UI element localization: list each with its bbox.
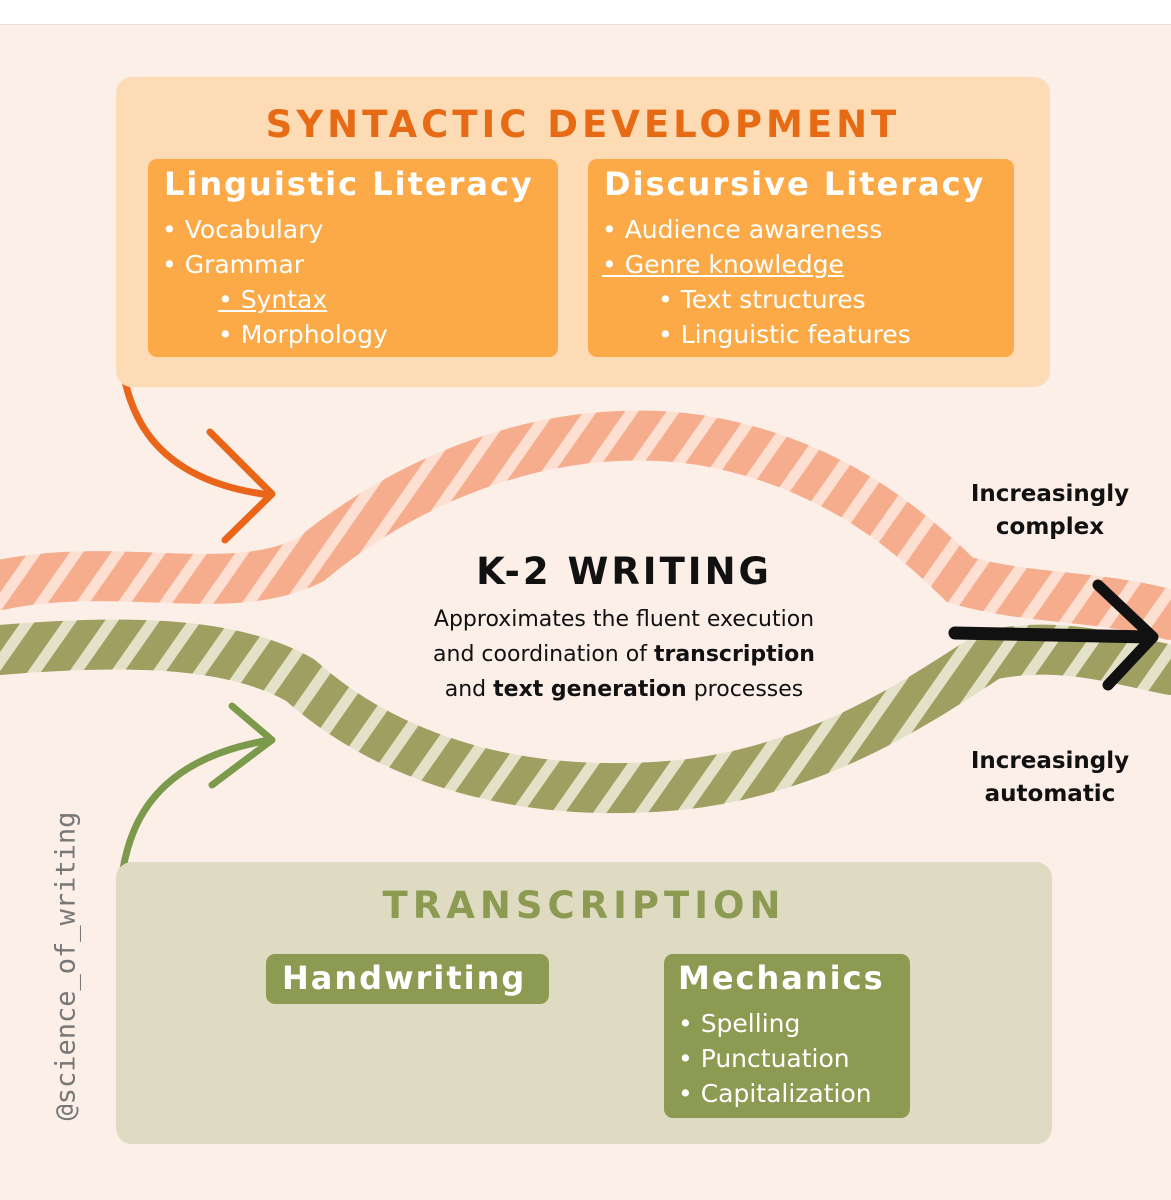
center-line-3-tail: processes [686,677,804,702]
label-line: Increasingly [970,481,1130,507]
center-line-2: and coordination of transcription [394,637,854,672]
center-line-3-text: and [444,677,494,702]
black-arrow-icon [948,579,1159,691]
center-line-3-bold: text generation [493,677,687,702]
lower-rope [0,619,1171,814]
center-line-2-bold: transcription [653,642,815,667]
author-handle: @science_of_writing [50,811,82,1121]
center-description: Approximates the fluent execution and co… [394,602,854,707]
list-item: • Audience awareness [602,215,883,244]
linguistic-literacy-box: Linguistic Literacy • Vocabulary • Gramm… [148,159,558,357]
label-line: complex [995,514,1105,540]
list-item: • Spelling [678,1009,801,1038]
mechanics-box: Mechanics • Spelling • Punctuation • Cap… [664,954,910,1118]
list-item: • Capitalization [678,1079,872,1108]
list-item: • Grammar [162,250,304,279]
increasingly-automatic-label: Increasingly automatic [950,745,1150,811]
label-line: Increasingly [970,748,1130,774]
center-title: K-2 WRITING [476,550,772,593]
center-line-1: Approximates the fluent execution [433,607,815,632]
list-item: • Punctuation [678,1044,850,1073]
center-line-3: and text generation processes [394,672,854,707]
syntactic-development-panel: SYNTACTIC DEVELOPMENT Linguistic Literac… [116,77,1050,387]
transcription-title: TRANSCRIPTION [382,884,786,927]
top-band [0,0,1171,25]
list-item: • Syntax [218,285,328,314]
increasingly-complex-label: Increasingly complex [950,478,1150,544]
list-item: • Morphology [218,320,388,349]
linguistic-heading: Linguistic Literacy [164,165,534,203]
discursive-literacy-box: Discursive Literacy • Audience awareness… [588,159,1014,357]
handwriting-heading: Handwriting [282,959,527,997]
transcription-panel: TRANSCRIPTION Handwriting Mechanics • Sp… [116,862,1052,1144]
label-line: automatic [984,781,1116,807]
handwriting-box: Handwriting [266,954,549,1004]
upper-rope [0,410,1171,640]
discursive-heading: Discursive Literacy [604,165,986,203]
list-item: • Vocabulary [162,215,324,244]
mechanics-heading: Mechanics [678,959,885,997]
center-line-2-text: and coordination of [433,642,654,667]
syntactic-title: SYNTACTIC DEVELOPMENT [265,103,901,146]
list-item: • Genre knowledge [602,250,844,279]
list-item: • Text structures [658,285,866,314]
list-item: • Linguistic features [658,320,911,349]
